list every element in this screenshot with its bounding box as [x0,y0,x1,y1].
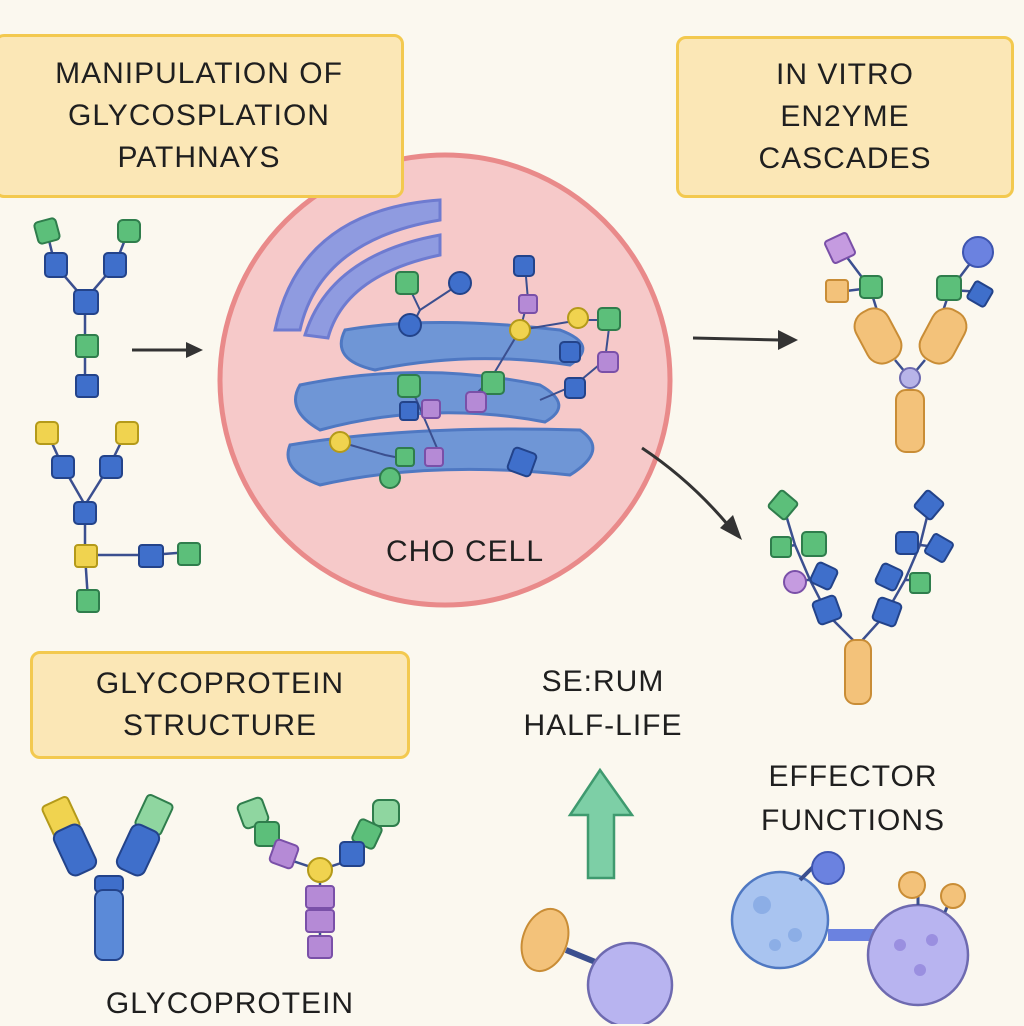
sugar-yellow [329,431,351,453]
glycan-tree-icon [33,217,141,398]
up-arrow-icon [567,767,635,880]
glycoprotein-bottom-label: GLYCOPROTEIN [70,982,390,1026]
serum-half-life-line-1: SE:RUM [541,665,665,698]
glycan-tree-icon [35,421,201,613]
cell-glycans [329,255,621,489]
er-arc-2 [303,233,442,340]
effector-functions-line-2: FUNCTIONS [761,804,945,837]
sugar-green [481,371,505,395]
er-arc-1 [273,198,442,332]
in-vitro-line-1: IN VITRO [775,58,914,91]
glyco-pathways-line-3: PATHNAYS [117,141,281,174]
glycoprotein-bottom-text: GLYCOPROTEIN [105,987,355,1020]
arrow-to-in-vitro [692,330,798,350]
glyco-pathways-line-2: GLYCOSPLATION [68,99,330,132]
glyco-pathways-line-1: MANIPULATION OF [55,57,343,90]
arrow-to-modified-antibody [641,446,742,540]
arrow-to-cell [132,342,203,358]
sugar-green [395,447,415,467]
sugar-blue [398,313,422,337]
sugar-green [379,467,401,489]
sugar-purple [424,447,444,467]
sugar-blue [564,377,586,399]
sugar-purple [518,294,538,314]
antibody-icon [41,793,174,961]
glycoprotein-structure-line-1: GLYCOPROTEIN [95,667,345,700]
sugar-blue [513,255,535,277]
sugar-green [397,374,421,398]
sugar-purple [597,351,619,373]
cho-cell-text: CHO CELL [385,535,545,568]
sugar-blue [506,446,538,478]
effector-functions-line-1: EFFECTOR [768,760,938,793]
antibody-icon [824,232,994,453]
antibody-icon [236,796,400,959]
glycoprotein-structure-line-2: STRUCTURE [123,709,317,742]
cho-cell-icon [217,152,673,608]
sugar-green [395,271,419,295]
sugar-purple [421,399,441,419]
sugar-yellow [509,319,531,341]
sugar-yellow [567,307,589,329]
glycoprotein-structure-label: GLYCOPROTEIN STRUCTURE [30,651,410,759]
sugar-blue [448,271,472,295]
sugar-blue [559,341,581,363]
antibody-icon [767,489,954,705]
effector-functions-label: EFFECTOR FUNCTIONS [728,755,978,843]
serum-half-life-label: SE:RUM HALF-LIFE [488,660,718,748]
effector-cell-icon [730,851,970,1007]
sugar-green [597,307,621,331]
sugar-blue [399,401,419,421]
glyco-pathways-label: MANIPULATION OF GLYCOSPLATION PATHNAYS [0,34,404,198]
sugar-purple [465,391,487,413]
in-vitro-line-3: CASCADES [758,142,932,175]
in-vitro-line-2: EN2YME [780,100,910,133]
cho-cell-label: CHO CELL [345,530,585,574]
in-vitro-label: IN VITRO EN2YME CASCADES [676,36,1014,198]
effector-cell-icon [520,908,674,1024]
serum-half-life-line-2: HALF-LIFE [523,709,683,742]
